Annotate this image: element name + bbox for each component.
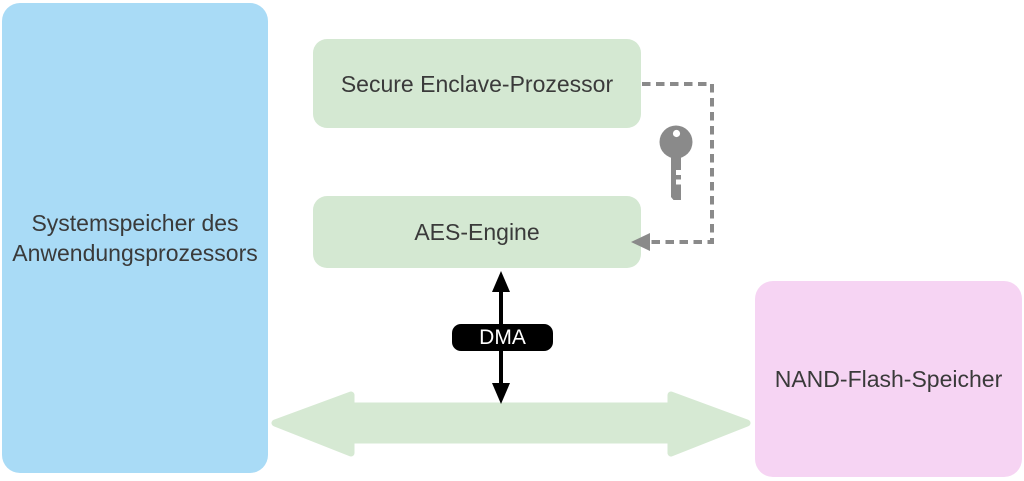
aes-engine-box: AES-Engine — [313, 196, 641, 268]
nand-flash-box: NAND-Flash-Speicher — [755, 281, 1022, 477]
dma-badge: DMA — [452, 324, 553, 351]
aes-engine-label: AES-Engine — [414, 219, 540, 245]
secure-enclave-label: Secure Enclave-Prozessor — [340, 70, 614, 97]
secure-enclave-box: Secure Enclave-Prozessor — [313, 39, 641, 128]
system-memory-label: Systemspeicher des Anwendungsprozessors — [12, 210, 258, 266]
dma-label: DMA — [479, 326, 526, 349]
horizontal-double-arrow-icon — [271, 391, 751, 457]
key-icon — [659, 125, 693, 200]
system-memory-box: Systemspeicher des Anwendungsprozessors — [2, 3, 268, 473]
dashed-arrow-connector — [642, 82, 714, 244]
nand-flash-label: NAND-Flash-Speicher — [774, 366, 1003, 392]
